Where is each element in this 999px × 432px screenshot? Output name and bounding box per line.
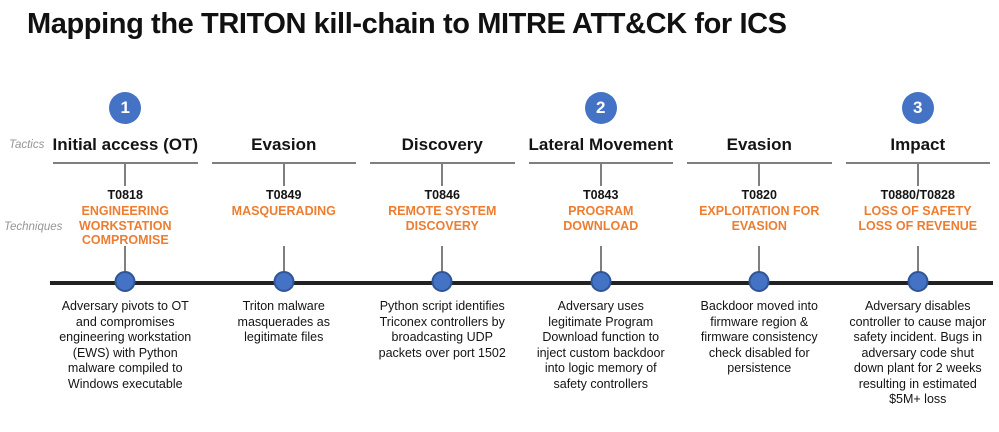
timeline-node-dot xyxy=(114,271,136,292)
kill-chain-step-lateral-movement: 2 Lateral Movement T0843 PROGRAM DOWNLOA… xyxy=(522,0,681,432)
tactic-connector-line xyxy=(758,163,761,186)
timeline-connector-line xyxy=(758,246,761,278)
timeline-node-dot xyxy=(748,271,770,292)
step-description: Adversary uses legitimate Program Downlo… xyxy=(536,299,665,391)
technique-id: T0843 xyxy=(583,188,619,202)
technique-name: ENGINEERING WORKSTATION COMPROMISE xyxy=(78,204,172,247)
technique-name: LOSS OF SAFETY LOSS OF REVENUE xyxy=(858,204,978,233)
timeline-connector-line xyxy=(599,246,602,278)
step-description: Backdoor moved into firmware region & fi… xyxy=(700,299,818,375)
timeline-node-dot xyxy=(273,271,295,292)
timeline-connector-line xyxy=(124,246,127,278)
page-title: Mapping the TRITON kill-chain to MITRE A… xyxy=(27,8,787,40)
technique-id: T0820 xyxy=(741,188,777,202)
step-number-badge: 2 xyxy=(584,92,617,124)
tactics-row-label: Tactics xyxy=(9,139,45,151)
technique-name: EXPLOITATION FOR EVASION xyxy=(699,204,820,233)
timeline-node-dot xyxy=(590,271,612,292)
timeline-node-dot xyxy=(907,271,929,292)
kill-chain-columns: 1 Initial access (OT) T0818 ENGINEERING … xyxy=(46,0,997,432)
tactic-heading: Lateral Movement xyxy=(528,135,674,154)
kill-chain-step-impact: 3 Impact T0880/T0828 LOSS OF SAFETY LOSS… xyxy=(839,0,998,432)
step-description: Python script identifies Triconex contro… xyxy=(378,299,506,360)
timeline-connector-line xyxy=(916,246,919,278)
timeline-connector-line xyxy=(282,246,285,278)
tactic-heading: Impact xyxy=(890,135,946,154)
kill-chain-step-evasion-1: Evasion T0849 MASQUERADING Triton malwar… xyxy=(205,0,364,432)
tactic-heading: Evasion xyxy=(726,135,792,154)
tactic-heading: Evasion xyxy=(251,135,317,154)
kill-chain-step-initial-access: 1 Initial access (OT) T0818 ENGINEERING … xyxy=(46,0,205,432)
timeline-node-dot xyxy=(431,271,453,292)
step-description: Triton malware masquerades as legitimate… xyxy=(237,299,330,344)
technique-id: T0846 xyxy=(424,188,460,202)
tactic-connector-line xyxy=(282,163,285,186)
tactic-connector-line xyxy=(916,163,919,186)
tactic-connector-line xyxy=(441,163,444,186)
kill-chain-timeline xyxy=(50,281,993,285)
technique-id: T0849 xyxy=(266,188,302,202)
tactic-connector-line xyxy=(599,163,602,186)
tactic-heading: Initial access (OT) xyxy=(52,135,199,154)
step-number-badge: 3 xyxy=(901,92,934,124)
techniques-row-label: Techniques xyxy=(4,221,63,233)
kill-chain-step-discovery: Discovery T0846 REMOTE SYSTEM DISCOVERY … xyxy=(363,0,522,432)
step-number-badge: 1 xyxy=(109,92,142,124)
technique-id: T0818 xyxy=(107,188,143,202)
technique-name: REMOTE SYSTEM DISCOVERY xyxy=(388,204,497,233)
tactic-connector-line xyxy=(124,163,127,186)
kill-chain-step-evasion-2: Evasion T0820 EXPLOITATION FOR EVASION B… xyxy=(680,0,839,432)
technique-name: MASQUERADING xyxy=(231,204,336,218)
technique-id: T0880/T0828 xyxy=(880,188,955,202)
tactic-heading: Discovery xyxy=(401,135,483,154)
step-description: Adversary disables controller to cause m… xyxy=(849,299,987,406)
technique-name: PROGRAM DOWNLOAD xyxy=(563,204,639,233)
timeline-connector-line xyxy=(441,246,444,278)
step-description: Adversary pivots to OT and compromises e… xyxy=(59,299,192,391)
